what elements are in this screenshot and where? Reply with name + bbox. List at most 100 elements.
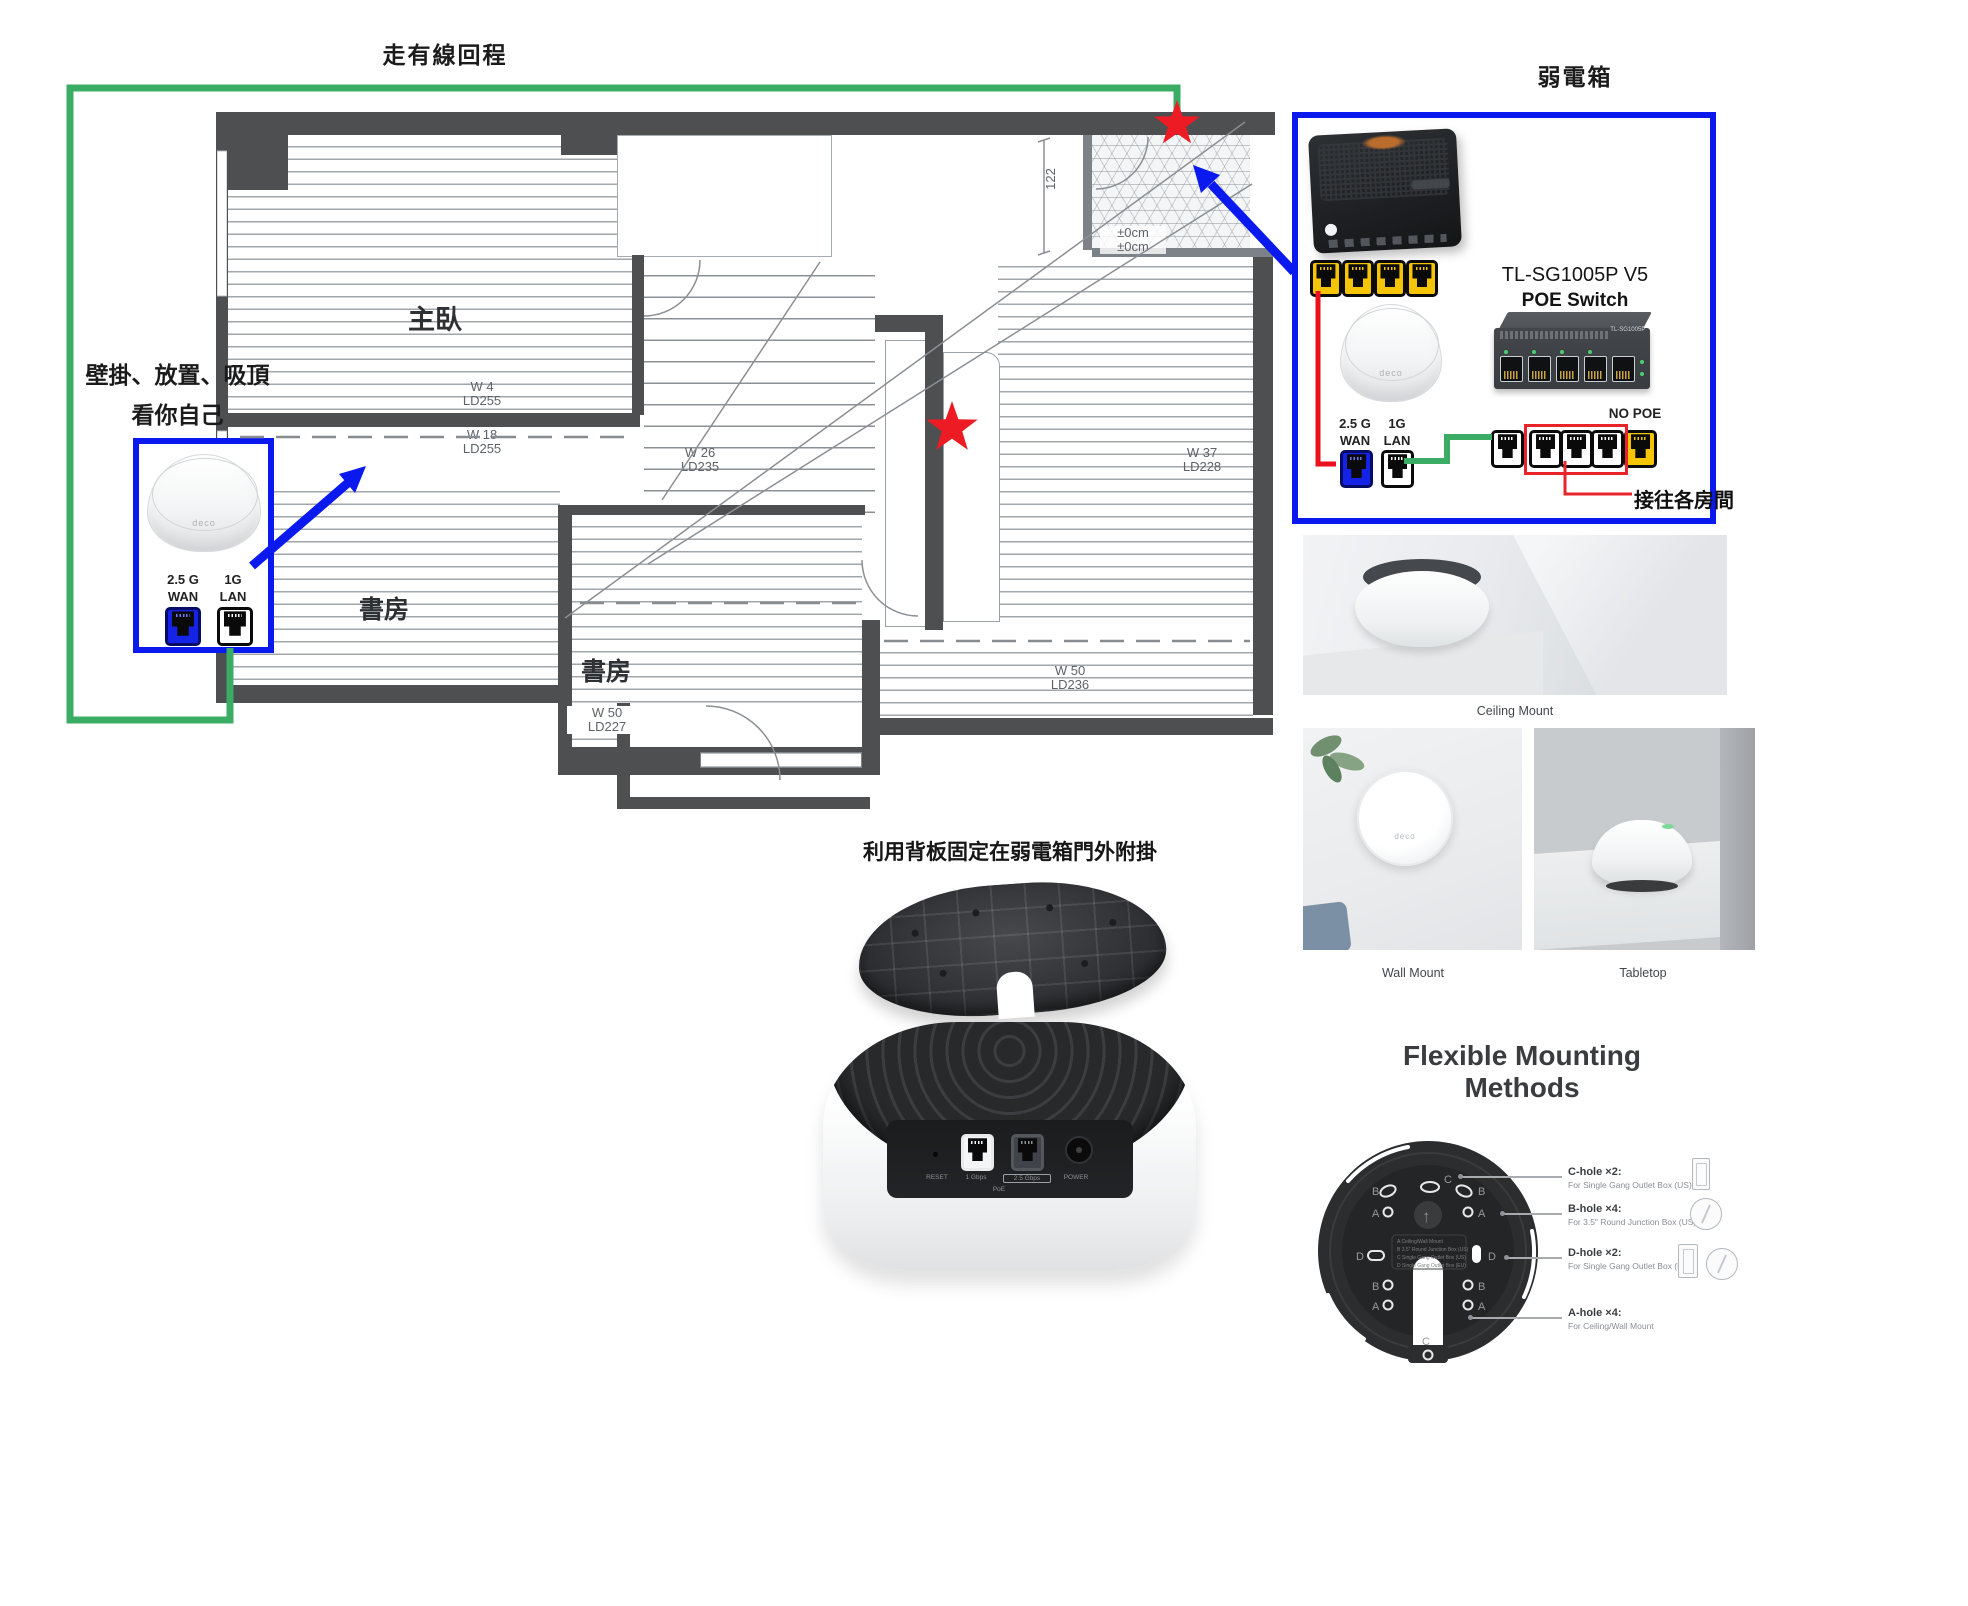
room-label-study1: 書房 <box>358 596 409 624</box>
plate-letter-a: A <box>1478 1208 1486 1220</box>
leader-d <box>1504 1255 1562 1260</box>
wan-label: WAN <box>1339 433 1371 448</box>
lan-label: LAN <box>1383 433 1411 448</box>
plate-letter-b: B <box>1478 1281 1485 1293</box>
mounting-plate-diagram: B C B A A D D B B A A C ↑ A Ceiling/Wall… <box>1318 1141 1538 1369</box>
power-jack-icon <box>1065 1136 1093 1164</box>
deco-logo: deco <box>192 517 216 528</box>
tabletop-caption: Tabletop <box>1619 966 1667 980</box>
switch-port-icon <box>1500 356 1523 382</box>
wall-study2-top <box>558 505 865 515</box>
leader-b <box>1500 1211 1562 1216</box>
weak-current-box: deco 2.5 G WAN 1G LAN TL-SG1005P V5 POE … <box>1292 112 1716 524</box>
tabletop-photo <box>1534 728 1755 950</box>
plate-letter-d: D <box>1488 1251 1496 1263</box>
plate-letter-a: A <box>1478 1301 1486 1313</box>
port1-label: 1 Gbps <box>965 1174 987 1181</box>
void-column-1 <box>885 340 927 627</box>
wall-stair-left <box>632 255 644 415</box>
wall-mount-photo: deco <box>1303 728 1522 950</box>
switch-back-port-icon-nopoe <box>1624 430 1657 468</box>
wan-speed-label: 2.5 G <box>1339 416 1371 431</box>
deco-device-box: deco <box>1340 304 1442 402</box>
mounting-plate-bottom-view <box>853 873 1171 1025</box>
deco-logo: deco <box>1379 367 1403 378</box>
power-label: POWER <box>1063 1174 1089 1181</box>
lan-speed-label: 1G <box>224 572 242 587</box>
tabletop-device <box>1592 820 1692 886</box>
wall-bottom-right <box>880 718 1273 735</box>
room-living <box>998 255 1253 620</box>
modem-lan-port-icon-4 <box>1406 260 1438 297</box>
room-label-study2: 書房 <box>580 658 631 686</box>
plate-legend-line: D Single Gang Outlet Box (EU) <box>1397 1263 1466 1269</box>
tabletop-device-base <box>1606 880 1678 892</box>
dim-w37: W 37 LD228 <box>1182 445 1222 474</box>
switch-type-label: POE Switch <box>1521 290 1629 311</box>
backplate-note: 利用背板固定在弱電箱門外附掛 <box>863 841 1157 864</box>
up-arrow-icon: ↑ <box>1422 1207 1431 1226</box>
deco-lan-port-icon <box>1381 450 1414 488</box>
switch-port-icon <box>1612 356 1635 382</box>
dim-level: ±0cm ±0cm <box>1100 226 1166 254</box>
hole-spec-b: B-hole ×4: For 3.5" Round Junction Box (… <box>1568 1203 1697 1227</box>
mount-choice-note-line2: 看你自己 <box>131 402 224 428</box>
window-bottom <box>700 752 862 768</box>
plate-letter-b: B <box>1478 1186 1485 1198</box>
modem-device <box>1308 128 1462 254</box>
wall-entry-bottom <box>617 797 870 809</box>
plate-letter-c: C <box>1422 1336 1430 1348</box>
weak-box-title: 弱電箱 <box>1537 64 1613 90</box>
lan-label: LAN <box>219 589 247 604</box>
switch-back-port-icon-1 <box>1491 430 1524 468</box>
closet-area <box>617 135 832 257</box>
wall-device: deco <box>1357 770 1453 866</box>
plate-letter-a: A <box>1372 1301 1380 1313</box>
deco-wan-port-icon <box>1340 450 1373 488</box>
switch-port-icon <box>1584 356 1607 382</box>
ceiling-mount-caption: Ceiling Mount <box>1476 704 1554 718</box>
no-poe-label: NO POE <box>1608 406 1662 421</box>
round-junction-box-icon <box>1690 1198 1722 1230</box>
lan-port-icon <box>217 607 253 646</box>
wall-w4 <box>228 413 640 427</box>
switch-port-icon <box>1556 356 1579 382</box>
wall-study2-left <box>558 505 572 775</box>
leader-c <box>1458 1174 1562 1179</box>
reset-hole <box>933 1152 938 1157</box>
wan-port-icon <box>165 607 201 646</box>
switch-front-label: TL-SG1005P <box>1610 327 1646 334</box>
dim-w50-right: W 50 LD236 <box>1050 663 1090 692</box>
deco-bottom-view: RESET 1 Gbps 2.5 Gbps POWER PoE <box>823 1022 1196 1270</box>
poe-ports-highlight <box>1524 424 1628 475</box>
dim-w50-study: W 50 LD227 <box>567 706 647 734</box>
wall-mount-caption: Wall Mount <box>1381 966 1445 980</box>
ceiling-mount-photo <box>1303 535 1727 695</box>
plate-legend-line: C Single Gang Outlet Box (US) <box>1397 1255 1466 1261</box>
dim-w26: W 26 LD235 <box>680 445 720 474</box>
switch-port-icon <box>1528 356 1551 382</box>
poe-label: PoE <box>992 1186 1006 1193</box>
plate-letter-c: C <box>1444 1174 1452 1186</box>
flexible-mounting-title: Flexible Mounting Methods <box>1403 1040 1641 1103</box>
wall-void-top <box>875 315 943 332</box>
dim-w18: W 18 LD255 <box>462 427 502 456</box>
gang-box-us-icon <box>1692 1158 1710 1190</box>
plate-letter-b: B <box>1372 1186 1379 1198</box>
leader-a <box>1468 1315 1562 1320</box>
reset-label: RESET <box>926 1174 948 1181</box>
wall-bath-left <box>1083 135 1092 250</box>
hole-spec-a: A-hole ×4: For Ceiling/Wall Mount <box>1568 1307 1654 1331</box>
hole-spec-d: D-hole ×2: For Single Gang Outlet Box (E… <box>1568 1247 1692 1271</box>
plate-legend-line: A Ceiling/Wall Mount <box>1397 1239 1444 1245</box>
room-master-bedroom <box>228 135 640 413</box>
deco-device: deco <box>147 454 261 552</box>
plate-letter-a: A <box>1372 1208 1380 1220</box>
wall-bottom-left <box>216 685 572 703</box>
device-2g5-port-icon <box>1011 1134 1044 1171</box>
ceiling-device <box>1355 571 1489 647</box>
void-column-2 <box>943 352 1000 622</box>
port2-label: 2.5 Gbps <box>1003 1174 1051 1183</box>
wall-photo-furniture <box>1303 901 1352 950</box>
